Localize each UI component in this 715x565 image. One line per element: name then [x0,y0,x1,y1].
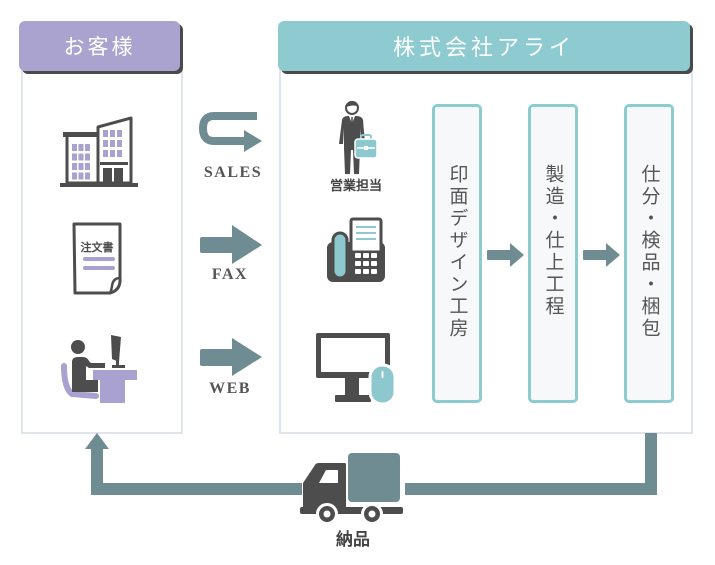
channel-label-web: WEB [209,380,251,397]
desk-computer-user-icon [61,335,137,403]
delivery-label: 納品 [336,530,370,550]
channel-label-fax: FAX [211,266,249,283]
process-box-design: 印面デザイン工房 [432,104,482,403]
office-building-icon [60,116,138,187]
order-form-icon: 注文書 [72,222,122,295]
process-arrow-icon [583,243,620,267]
process-box-manufacturing: 製造・仕上工程 [528,104,578,403]
channel-label-sales: SALES [203,164,263,181]
customer-title: お客様 [63,35,136,59]
fax-right-arrow-icon [200,225,262,264]
delivery-truck-icon [300,453,403,525]
customer-header: お客様 [19,21,180,71]
process-label: 製造・仕上工程 [542,164,565,318]
process-label: 印面デザイン工房 [446,164,469,340]
salesperson-label: 営業担当 [329,179,382,194]
process-box-sorting: 仕分・検品・梱包 [624,104,674,403]
computer-with-mouse-icon [316,333,397,406]
fax-machine-icon [327,217,385,282]
web-right-arrow-icon [200,338,262,376]
company-header: 株式会社アライ [278,21,690,71]
order-form-label: 注文書 [81,240,114,254]
process-label: 仕分・検品・梱包 [638,164,661,340]
process-arrow-icon [487,243,524,267]
company-title: 株式会社アライ [392,36,575,61]
salesperson-icon [339,101,378,174]
